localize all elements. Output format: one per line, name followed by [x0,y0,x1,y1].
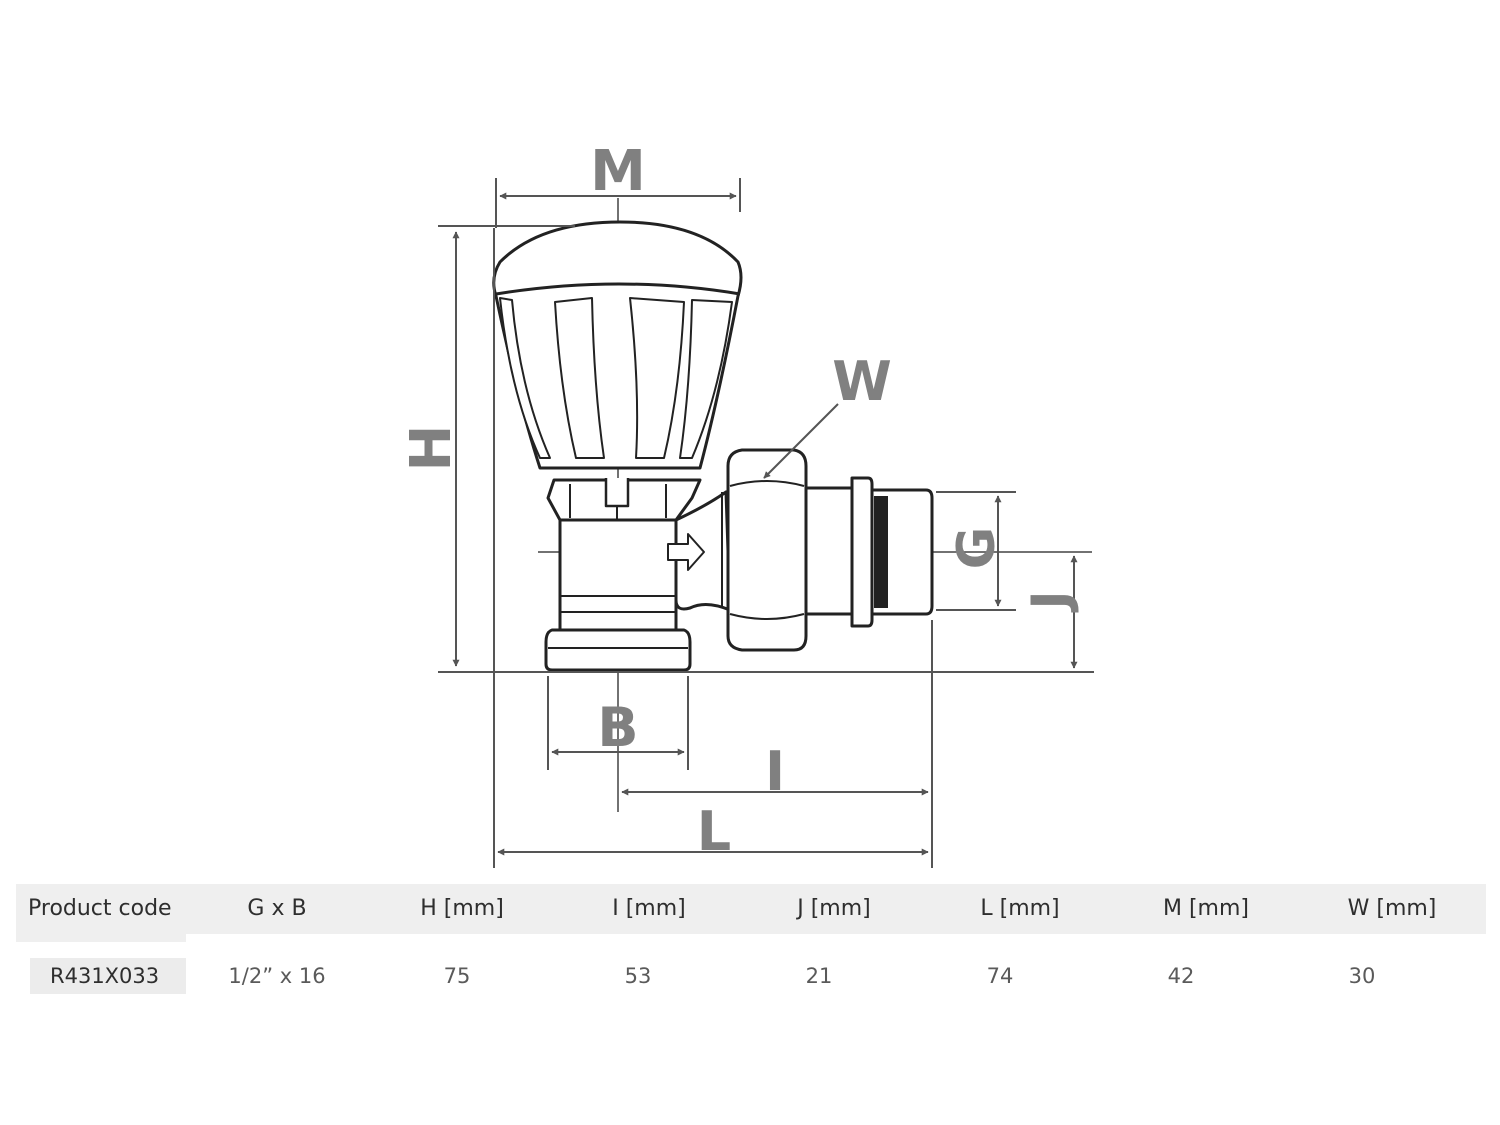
table-header-row [16,884,1486,934]
cell-m: 42 [1167,964,1195,988]
header-m: M [mm] [1162,896,1250,921]
label-i: I [765,740,785,803]
header-h: H [mm] [420,896,504,921]
header-i: I [mm] [612,896,686,921]
label-b: B [597,696,638,759]
hex-nut [726,448,808,652]
label-w: W [832,350,892,413]
header-product-code: Product code [28,896,172,921]
valve-head [492,220,743,470]
label-g: G [947,527,1007,570]
label-m: M [590,139,646,204]
cell-l: 74 [986,964,1014,988]
cell-j: 21 [805,964,833,988]
valve-dimension-diagram: M W B I L H G J [399,139,1094,868]
cell-g-x-b: 1/2” x 16 [228,964,326,988]
label-h: H [399,425,464,472]
cell-i: 53 [624,964,652,988]
header-l: L [mm] [980,896,1060,921]
threaded-end [850,476,874,628]
header-w: W [mm] [1347,896,1437,921]
tailpiece [804,486,854,616]
label-j: J [1021,590,1081,612]
cell-product-code: R431X033 [50,964,160,988]
header-g-x-b: G x B [247,896,307,921]
label-l: L [697,800,731,863]
valve-drawing [492,220,934,672]
specification-table: Product code G x B H [mm] I [mm] J [mm] … [16,884,1486,996]
dimension-lines [438,178,1094,868]
header-j: J [mm] [797,896,871,921]
cell-w: 30 [1348,964,1376,988]
cell-h: 75 [443,964,471,988]
bottom-collar [544,628,692,672]
flow-arrow [667,533,705,571]
valve-body [558,518,678,632]
